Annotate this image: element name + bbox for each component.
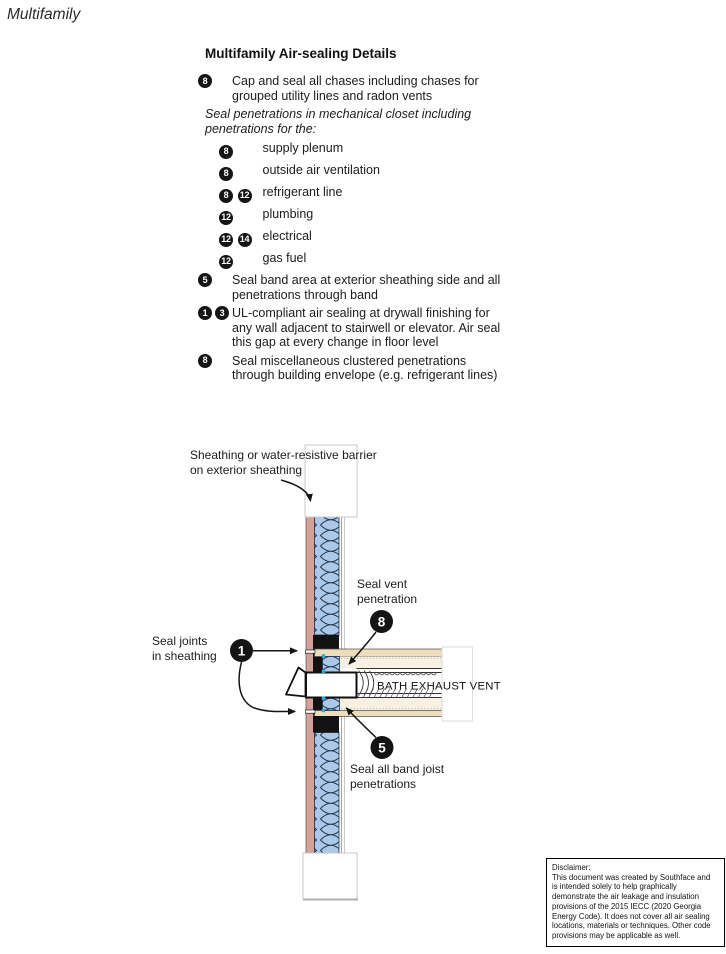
item-badge: 8: [219, 166, 233, 181]
list-item: 12 gas fuel: [198, 251, 520, 269]
seal-joints-label: Seal joints in sheathing: [152, 634, 217, 663]
list-item-text: Cap and seal all chases including chases…: [232, 74, 479, 103]
list-item-text: supply plenum: [262, 141, 344, 155]
callout8-arrow: [348, 631, 377, 665]
seal-vent-label: Seal vent penetration: [357, 577, 418, 606]
item-badge: 5: [198, 273, 212, 287]
item-badge: 8: [219, 188, 233, 203]
flex-duct-ribs-top: [373, 671, 437, 676]
section-break-top: [304, 444, 358, 518]
item-badge: 3: [215, 306, 229, 320]
band-joist-seal-lower: [313, 716, 339, 733]
list-item-text: Seal band area at exterior sheathing sid…: [232, 273, 501, 302]
list-item: 12 14 electrical: [198, 229, 520, 247]
callout-8: [370, 610, 393, 633]
bath-exhaust-duct: [285, 666, 442, 699]
flex-duct-hatch-bottom: [357, 688, 435, 698]
list-item: 8 Seal miscellaneous clustered penetrati…: [198, 353, 520, 383]
item-badge: 12: [219, 232, 233, 247]
disclaimer-title: Disclaimer:: [552, 863, 591, 872]
list-item: 8 12 refrigerant line: [198, 185, 520, 203]
section-break-bottom: [302, 852, 358, 900]
band-joist-assembly: [313, 635, 443, 733]
list-item: 8 outside air ventilation: [198, 163, 520, 181]
details-panel: Multifamily Air-sealing Details 8 Cap an…: [198, 45, 520, 387]
disclaimer-box: Disclaimer: This document was created by…: [546, 858, 725, 947]
item-badge: 14: [237, 232, 252, 247]
item-badge: 8: [198, 353, 212, 368]
callout-8-number: 8: [378, 615, 386, 630]
callout-1: [230, 639, 253, 662]
callouts: 1 8 5: [230, 610, 394, 759]
exterior-vent-hood: [285, 666, 307, 698]
sheathing-label-arrow: [280, 479, 313, 502]
disclaimer-body: This document was created by Southface a…: [552, 872, 711, 940]
item-badge: 12: [219, 210, 233, 225]
list-item-text: gas fuel: [262, 251, 307, 265]
list-item: 5 Seal band area at exterior sheathing s…: [198, 273, 520, 302]
list-intro-text: Seal penetrations in mechanical closet i…: [205, 107, 472, 136]
item-badge: 12: [219, 254, 233, 269]
band-joist-seal-upper: [313, 635, 339, 651]
subfloor: [314, 648, 443, 657]
seal-band-label: Seal all band joist penetrations: [350, 762, 445, 791]
callout-5: [370, 736, 394, 759]
list-item: 8 Cap and seal all chases including chas…: [198, 74, 520, 103]
list-item-text: Seal miscellaneous clustered penetration…: [232, 353, 498, 383]
list-item: 8 supply plenum: [198, 141, 520, 159]
floor-cavity-upper: [339, 656, 442, 669]
sealant-beads: [321, 654, 326, 713]
callout-5-number: 5: [378, 741, 386, 756]
section-break-right: [441, 646, 473, 722]
callout-1-number: 1: [238, 644, 246, 659]
item-badge: 12: [237, 188, 252, 203]
list-intro: Seal penetrations in mechanical closet i…: [198, 107, 520, 136]
sheathing-joint-lower: [305, 709, 316, 714]
list-item-text: electrical: [262, 229, 312, 243]
callout5-arrow: [345, 707, 377, 739]
bath-exhaust-vent-label: BATH EXHAUST VENT: [377, 681, 501, 693]
list-item-text: plumbing: [262, 207, 314, 221]
sheathing-label: Sheathing or water-resistive barrier on …: [190, 448, 377, 477]
item-badge: 8: [198, 74, 212, 88]
list-item-text: UL-compliant air sealing at drywall fini…: [232, 306, 501, 349]
list-item-text: refrigerant line: [262, 185, 343, 199]
sheathing-joint-upper: [305, 649, 316, 654]
leader-lines: [238, 479, 377, 739]
details-heading: Multifamily Air-sealing Details: [205, 46, 397, 61]
item-badge: 1: [198, 306, 212, 320]
list-item-text: outside air ventilation: [262, 163, 380, 177]
item-badge: 8: [219, 144, 233, 159]
page-title: Multifamily: [7, 6, 81, 23]
wall-section-diagram: BATH EXHAUST VENT 1 8 5: [230, 444, 501, 901]
ceiling-strip: [314, 710, 443, 717]
list-item: 12 plumbing: [198, 207, 520, 225]
floor-cavity-lower: [339, 697, 442, 711]
vent-duct: [305, 671, 358, 699]
list-item: 1 3 UL-compliant air sealing at drywall …: [198, 306, 520, 350]
callout1-arrow-lower: [238, 661, 296, 716]
